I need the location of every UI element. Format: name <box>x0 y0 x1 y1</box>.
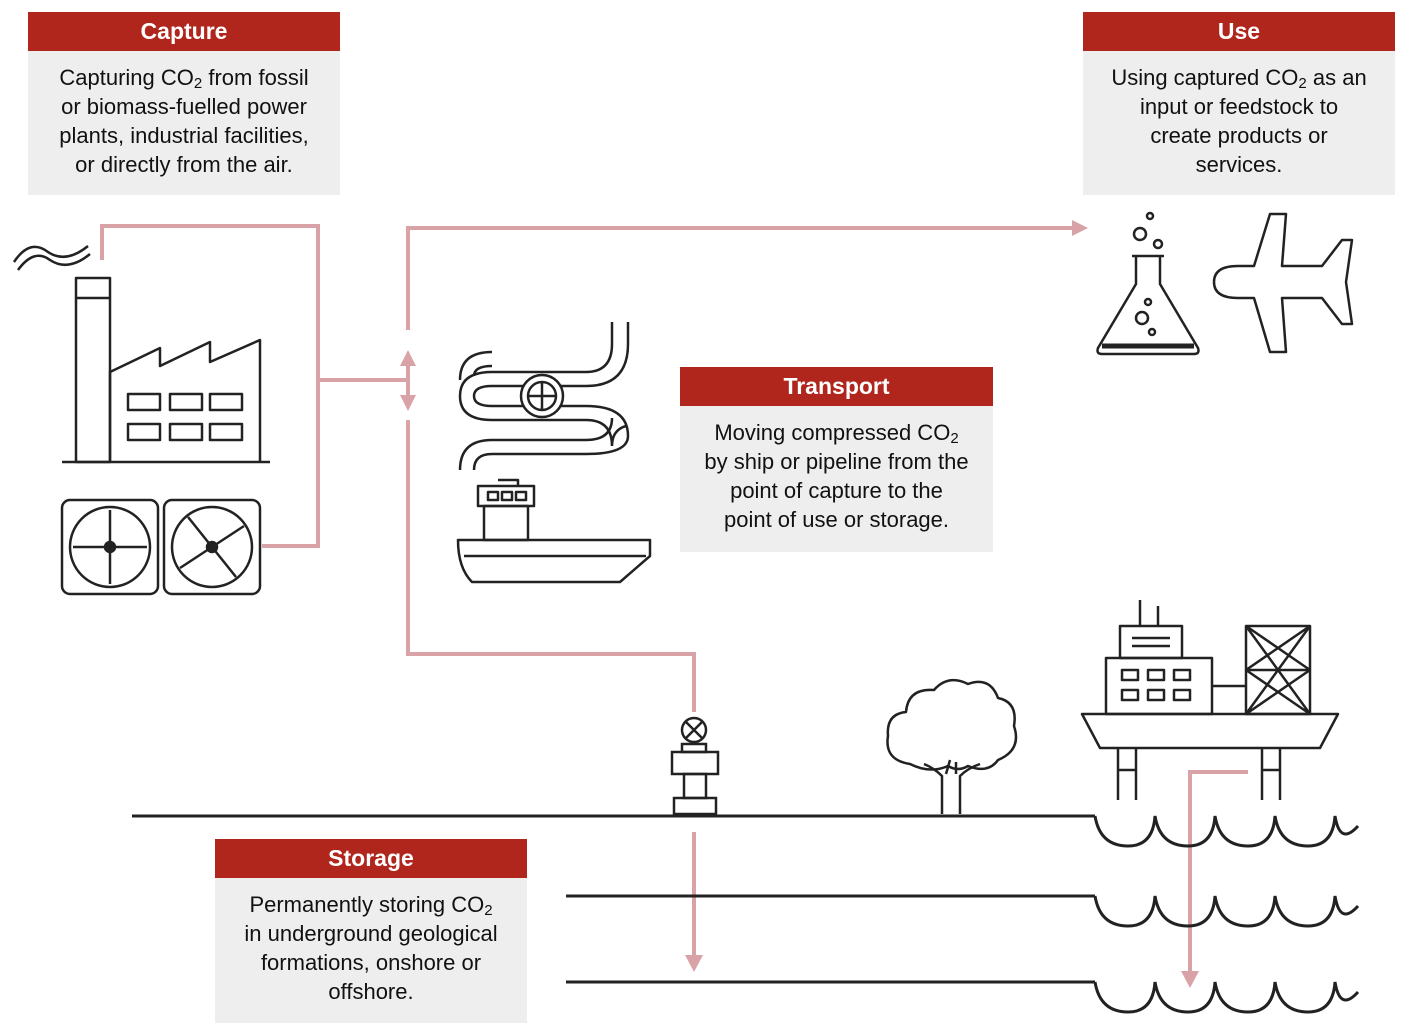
transport-line-4: point of use or storage. <box>723 507 950 532</box>
tree-icon <box>886 678 1018 814</box>
flask-icon <box>1096 211 1200 356</box>
storage-description: Permanently storing CO2 in underground g… <box>215 878 527 1006</box>
storage-line-3: formations, onshore or <box>260 950 482 975</box>
ship-icon <box>456 478 652 584</box>
capture-flow-line <box>100 224 410 548</box>
wellhead-valve-icon <box>670 716 720 816</box>
transport-card: Transport Moving compressed CO2 by ship … <box>680 367 993 552</box>
use-line-1: Using captured CO2 as an <box>1111 65 1367 92</box>
sea-waves-top <box>1093 815 1360 848</box>
direct-air-capture-fans-icon <box>60 498 262 596</box>
use-line-4: services. <box>1195 152 1283 177</box>
capture-line-2: or biomass-fuelled power <box>61 94 307 119</box>
sea-waves-bottom <box>1093 981 1360 1014</box>
pipeline-icon <box>458 322 630 471</box>
capture-line-1: Capturing CO2 from fossil <box>59 65 309 92</box>
offshore-platform-icon <box>1080 600 1340 800</box>
transport-description: Moving compressed CO2 by ship or pipelin… <box>680 406 993 534</box>
arrow-to-offshore-storage <box>1181 971 1199 988</box>
use-description: Using captured CO2 as an input or feedst… <box>1083 51 1395 179</box>
arrow-up-transport <box>400 350 416 366</box>
arrow-to-use <box>1072 220 1088 236</box>
capture-line-4: or directly from the air. <box>75 152 293 177</box>
capture-card: Capture Capturing CO2 from fossil or bio… <box>28 12 340 195</box>
use-line-3: create products or <box>1150 123 1328 148</box>
storage-line-2: in underground geological <box>244 921 498 946</box>
storage-title: Storage <box>215 839 527 878</box>
transport-title: Transport <box>680 367 993 406</box>
use-card: Use Using captured CO2 as an input or fe… <box>1083 12 1395 195</box>
capture-title: Capture <box>28 12 340 51</box>
storage-flow-line <box>406 420 696 712</box>
flow-arrowheads <box>400 220 1199 988</box>
storage-line-4: offshore. <box>328 979 414 1004</box>
use-flow-line <box>406 226 1075 330</box>
use-title: Use <box>1083 12 1395 51</box>
arrow-to-storage <box>685 955 703 972</box>
offshore-injection-line <box>1188 770 1248 974</box>
sea-waves-middle <box>1093 895 1360 928</box>
arrow-down-transport <box>400 395 416 411</box>
airplane-icon <box>1212 212 1354 354</box>
transport-line-2: by ship or pipeline from the <box>704 449 969 474</box>
storage-card: Storage Permanently storing CO2 in under… <box>215 839 527 1023</box>
capture-description: Capturing CO2 from fossil or biomass-fue… <box>28 51 340 179</box>
capture-line-3: plants, industrial facilities, <box>59 123 309 148</box>
ground-layers <box>132 814 1360 1014</box>
transport-line-1: Moving compressed CO2 <box>714 420 959 447</box>
transport-line-3: point of capture to the <box>730 478 943 503</box>
storage-line-1: Permanently storing CO2 <box>249 892 493 919</box>
use-line-2: input or feedstock to <box>1139 94 1339 119</box>
factory-icon <box>12 245 270 464</box>
